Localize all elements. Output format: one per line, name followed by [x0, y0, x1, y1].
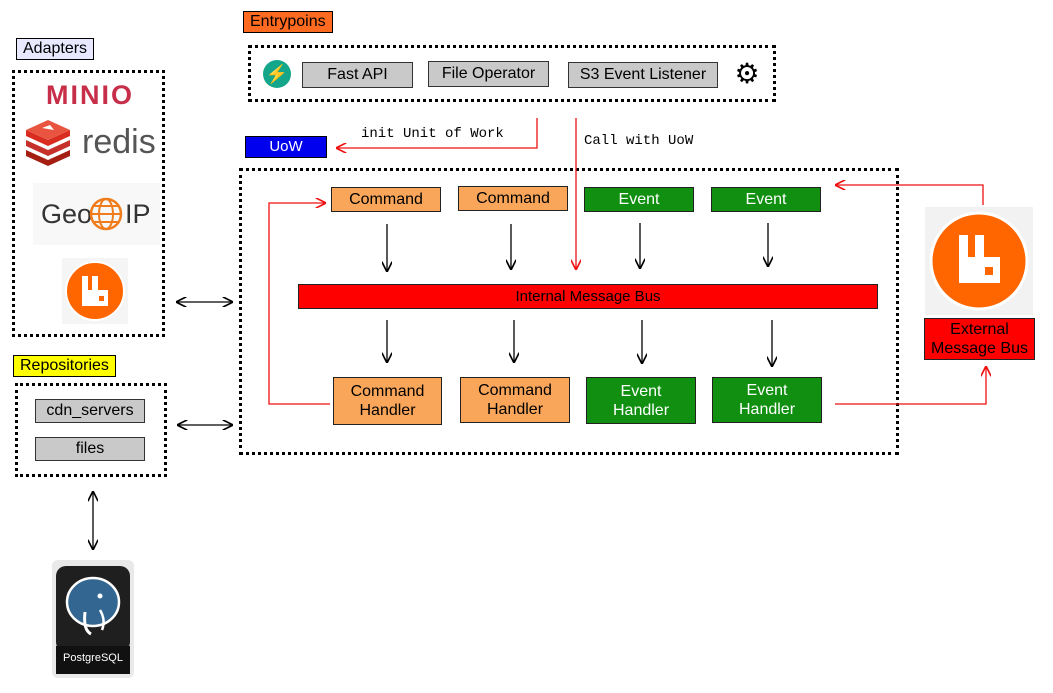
redis-cube-icon: [26, 120, 70, 166]
geoip-geo-text: Geo: [41, 199, 93, 229]
repositories-container: [15, 383, 167, 477]
internal-message-bus: Internal Message Bus: [298, 284, 878, 309]
adapters-container: [12, 70, 165, 337]
gears-icon: ⚙: [734, 58, 760, 89]
elephant-icon: [56, 566, 130, 674]
globe-icon: [89, 197, 123, 231]
fastapi-entrypoint: Fast API: [302, 62, 413, 88]
redis-logo: redis: [24, 118, 156, 168]
arrow-init-uow: [337, 118, 538, 148]
arrow-handler-to-external: [835, 367, 986, 405]
command-message-2: Command: [458, 186, 568, 211]
postgresql-wordmark: PostgreSQL: [63, 652, 123, 664]
fastapi-icon: ⚡: [263, 60, 291, 88]
rabbitmq-external-icon: [925, 207, 1033, 315]
geoip-ip-text: IP: [125, 199, 151, 229]
arrow-handler-loop: [268, 203, 330, 405]
file-operator-entrypoint: File Operator: [428, 61, 549, 87]
s3-listener-entrypoint: S3 Event Listener: [568, 62, 718, 88]
call-with-uow-label: Call with UoW: [584, 133, 694, 149]
core-container: [239, 168, 899, 455]
geoip-logo: Geo IP: [33, 183, 160, 245]
event-message-2: Event: [711, 187, 821, 212]
arrow-external-to-event: [836, 185, 984, 205]
uow-box: UoW: [245, 136, 327, 158]
repositories-label: Repositories: [13, 355, 116, 377]
command-message-1: Command: [331, 187, 441, 212]
init-uow-label: init Unit of Work: [361, 126, 504, 142]
command-handler-2: Command Handler: [460, 377, 570, 423]
rabbitmq-adapter-icon: [62, 258, 128, 324]
event-message-1: Event: [584, 187, 694, 212]
event-handler-2: Event Handler: [712, 377, 822, 423]
redis-wordmark: redis: [82, 123, 156, 161]
repo-cdn-servers: cdn_servers: [35, 399, 145, 423]
postgresql-logo: PostgreSQL: [52, 560, 134, 678]
adapters-label: Adapters: [16, 38, 95, 60]
event-handler-1: Event Handler: [586, 377, 696, 424]
entrypoints-container: [248, 45, 776, 102]
repo-files: files: [35, 437, 145, 461]
minio-logo: MINIO: [46, 80, 134, 110]
entrypoints-label: Entrypoins: [243, 11, 333, 33]
external-message-bus: External Message Bus: [924, 318, 1035, 360]
command-handler-1: Command Handler: [333, 377, 442, 425]
